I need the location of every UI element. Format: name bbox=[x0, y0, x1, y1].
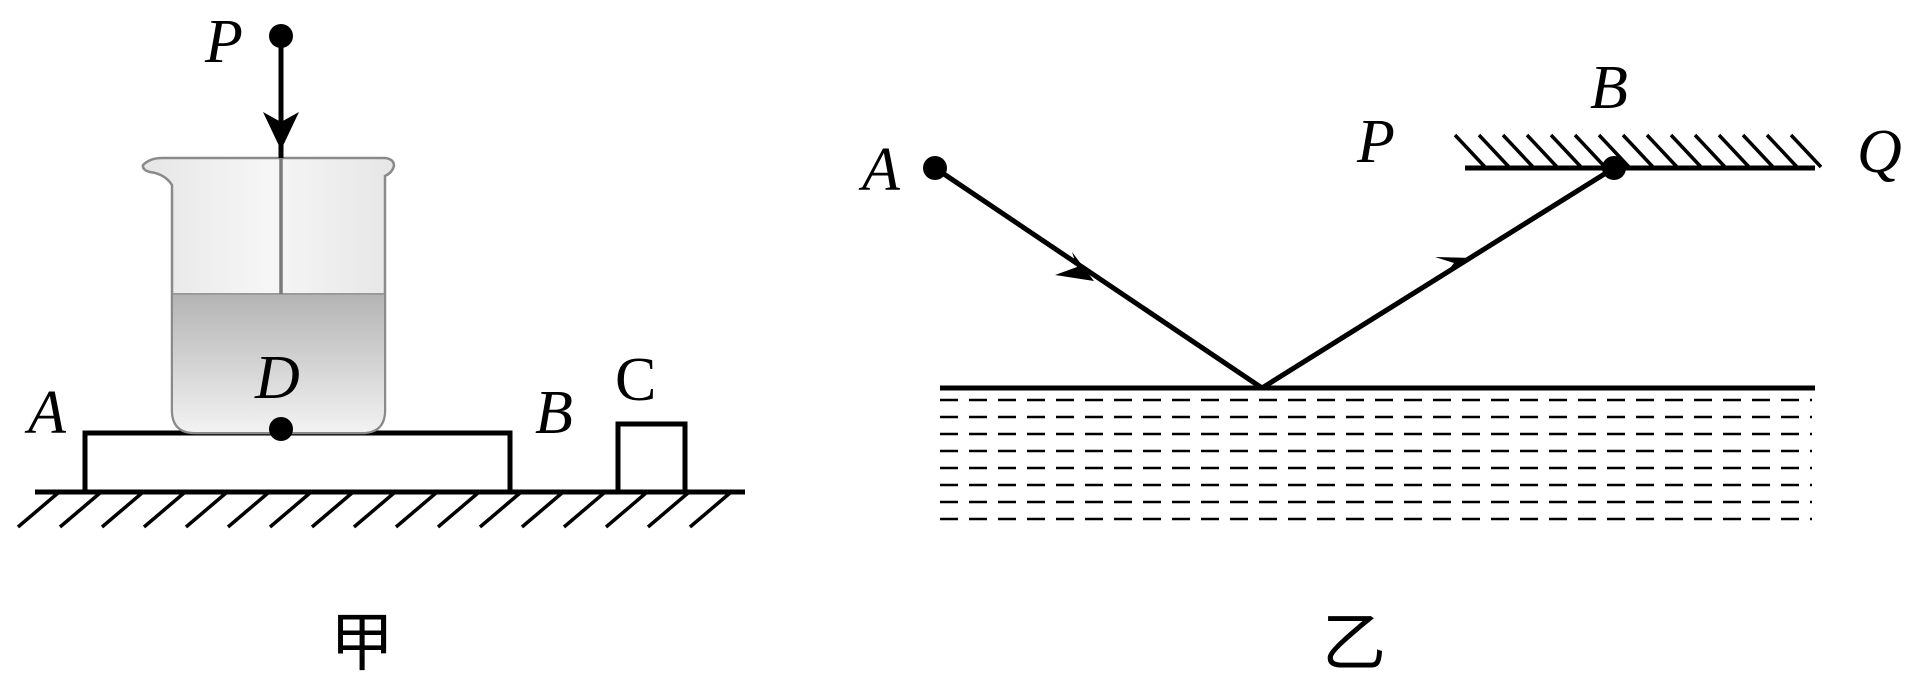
mirror-hatch-mark bbox=[1549, 133, 1583, 169]
ground-hatching bbox=[16, 491, 732, 529]
label-d: D bbox=[254, 344, 300, 412]
ground-hatch-mark bbox=[100, 491, 144, 529]
block-c bbox=[615, 421, 688, 495]
label-p-yi: P bbox=[1356, 108, 1395, 176]
ground-hatch-mark bbox=[646, 491, 690, 529]
incident-ray bbox=[933, 165, 1264, 391]
ground-hatch-mark bbox=[58, 491, 102, 529]
mirror-hatch-mark bbox=[1669, 133, 1703, 169]
label-b: B bbox=[535, 379, 573, 447]
ground-hatch-mark bbox=[394, 491, 438, 529]
ground-hatch-mark bbox=[688, 491, 732, 529]
mirror-hatch-mark bbox=[1789, 133, 1823, 169]
arrowhead-down bbox=[263, 112, 299, 150]
mirror-hatch-mark bbox=[1717, 133, 1751, 169]
mirror-hatch-mark bbox=[1477, 133, 1511, 169]
mirror-hatch-mark bbox=[1693, 133, 1727, 169]
reflected-ray bbox=[1260, 165, 1616, 391]
ground-hatch-mark bbox=[352, 491, 396, 529]
point-a-dot bbox=[923, 156, 947, 180]
mirror-hatch-mark bbox=[1741, 133, 1775, 169]
label-a-yi: A bbox=[858, 136, 901, 204]
mirror-hatch-mark bbox=[1621, 133, 1655, 169]
label-q-yi: Q bbox=[1857, 118, 1902, 186]
ground-hatch-mark bbox=[16, 491, 60, 529]
mirror-hatch-mark bbox=[1501, 133, 1535, 169]
reflected-arrowhead bbox=[1435, 257, 1474, 277]
mirror-hatch-mark bbox=[1645, 133, 1679, 169]
beaker bbox=[141, 156, 396, 435]
ground-hatch-mark bbox=[478, 491, 522, 529]
point-d-dot bbox=[269, 417, 293, 441]
ground-hatch-mark bbox=[226, 491, 270, 529]
ground-hatch-mark bbox=[142, 491, 186, 529]
mirror-hatching bbox=[1453, 133, 1823, 169]
ground-hatch-mark bbox=[604, 491, 648, 529]
mirror-hatch-mark bbox=[1525, 133, 1559, 169]
water-body bbox=[940, 398, 1812, 521]
ground-hatch-mark bbox=[268, 491, 312, 529]
mirror-hatch-mark bbox=[1573, 133, 1607, 169]
label-p: P bbox=[204, 8, 243, 76]
figure-yi: A B P Q 乙 bbox=[858, 54, 1902, 681]
board-ab bbox=[82, 430, 513, 495]
label-a: A bbox=[24, 379, 67, 447]
caption-yi: 乙 bbox=[1322, 607, 1386, 681]
caption-jia: 甲 bbox=[330, 607, 394, 681]
label-b-yi: B bbox=[1590, 54, 1628, 122]
mirror-hatch-mark bbox=[1453, 133, 1487, 169]
point-b-dot bbox=[1602, 156, 1626, 180]
liquid bbox=[173, 294, 384, 432]
incident-arrowhead bbox=[1055, 252, 1094, 281]
mirror-hatch-mark bbox=[1765, 133, 1799, 169]
ground-hatch-mark bbox=[562, 491, 606, 529]
figure-jia: P D A B C 甲 bbox=[16, 8, 745, 681]
ground-hatch-mark bbox=[520, 491, 564, 529]
ground-hatch-mark bbox=[310, 491, 354, 529]
label-c: C bbox=[615, 346, 656, 414]
point-p-dot bbox=[269, 24, 293, 48]
ground-hatch-mark bbox=[184, 491, 228, 529]
ground-hatch-mark bbox=[436, 491, 480, 529]
